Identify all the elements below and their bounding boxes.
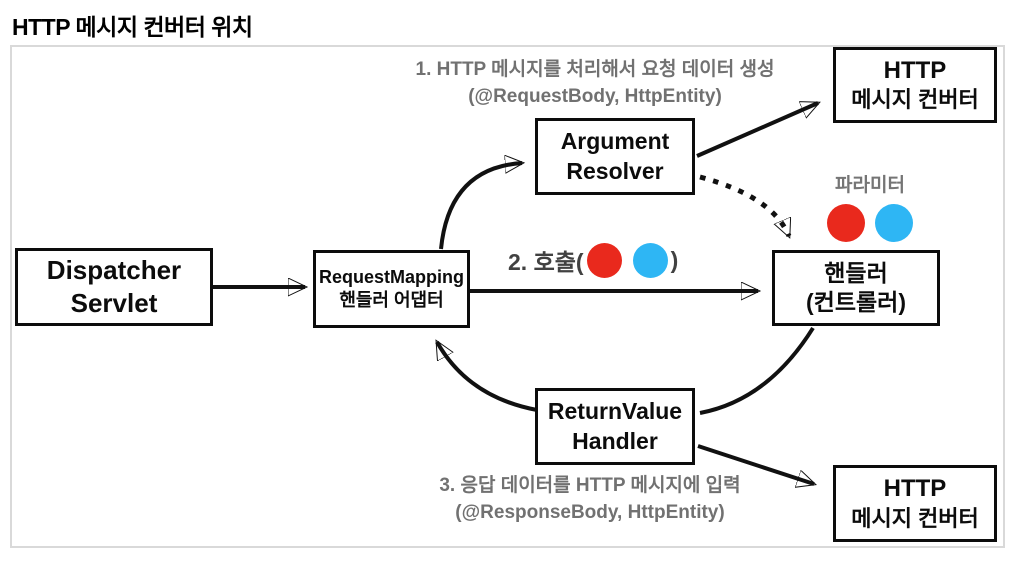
call-argument-red-dot: [586, 242, 622, 278]
box-argument-resolver: Argument Resolver: [535, 118, 695, 195]
box-request-mapping-handler-adapter: RequestMapping 핸들러 어댑터: [313, 250, 470, 328]
parameter-label: 파라미터: [835, 175, 905, 196]
box-label: Resolver: [566, 157, 664, 184]
box-label: 핸들러: [824, 259, 888, 286]
annotation-step2-prefix: 2. 호출(: [508, 249, 584, 275]
box-label: HTTP: [883, 475, 947, 503]
box-label: Argument: [560, 128, 670, 155]
box-label: 메시지 컨버터: [851, 505, 979, 531]
annotation-step3-line2: (@ResponseBody, HttpEntity): [455, 501, 725, 523]
box-label: 핸들러 어댑터: [339, 290, 444, 310]
call-argument-blue-dot: [632, 242, 668, 278]
annotation-step2-call: 2. 호출( ): [508, 241, 678, 279]
annotation-step1: 1. HTTP 메시지를 처리해서 요청 데이터 생성 (@RequestBod…: [380, 57, 810, 110]
annotation-step3-line1: 3. 응답 데이터를 HTTP 메시지에 입력: [439, 475, 741, 496]
page-title: HTTP 메시지 컨버터 위치: [12, 14, 253, 40]
box-label: RequestMapping: [318, 266, 464, 287]
box-label: ReturnValue: [547, 398, 683, 425]
box-label: Dispatcher: [46, 254, 182, 285]
annotation-step2-suffix: ): [670, 246, 679, 273]
box-label: Handler: [572, 427, 658, 454]
parameter-red-dot: [827, 204, 865, 242]
annotation-step3: 3. 응답 데이터를 HTTP 메시지에 입력 (@ResponseBody, …: [375, 473, 805, 526]
box-label: HTTP: [883, 56, 947, 84]
box-label: (컨트롤러): [806, 289, 906, 315]
parameter-blue-dot: [875, 204, 913, 242]
box-handler-controller: 핸들러 (컨트롤러): [772, 250, 940, 326]
annotation-step1-line1: 1. HTTP 메시지를 처리해서 요청 데이터 생성: [415, 59, 775, 80]
box-label: Servlet: [70, 288, 158, 318]
box-http-message-converter-bottom: HTTP 메시지 컨버터: [833, 465, 997, 542]
box-http-message-converter-top: HTTP 메시지 컨버터: [833, 47, 997, 123]
annotation-step1-line2: (@RequestBody, HttpEntity): [468, 85, 722, 107]
box-label: 메시지 컨버터: [851, 87, 979, 113]
box-dispatcher-servlet: Dispatcher Servlet: [15, 248, 213, 326]
box-return-value-handler: ReturnValue Handler: [535, 388, 695, 465]
